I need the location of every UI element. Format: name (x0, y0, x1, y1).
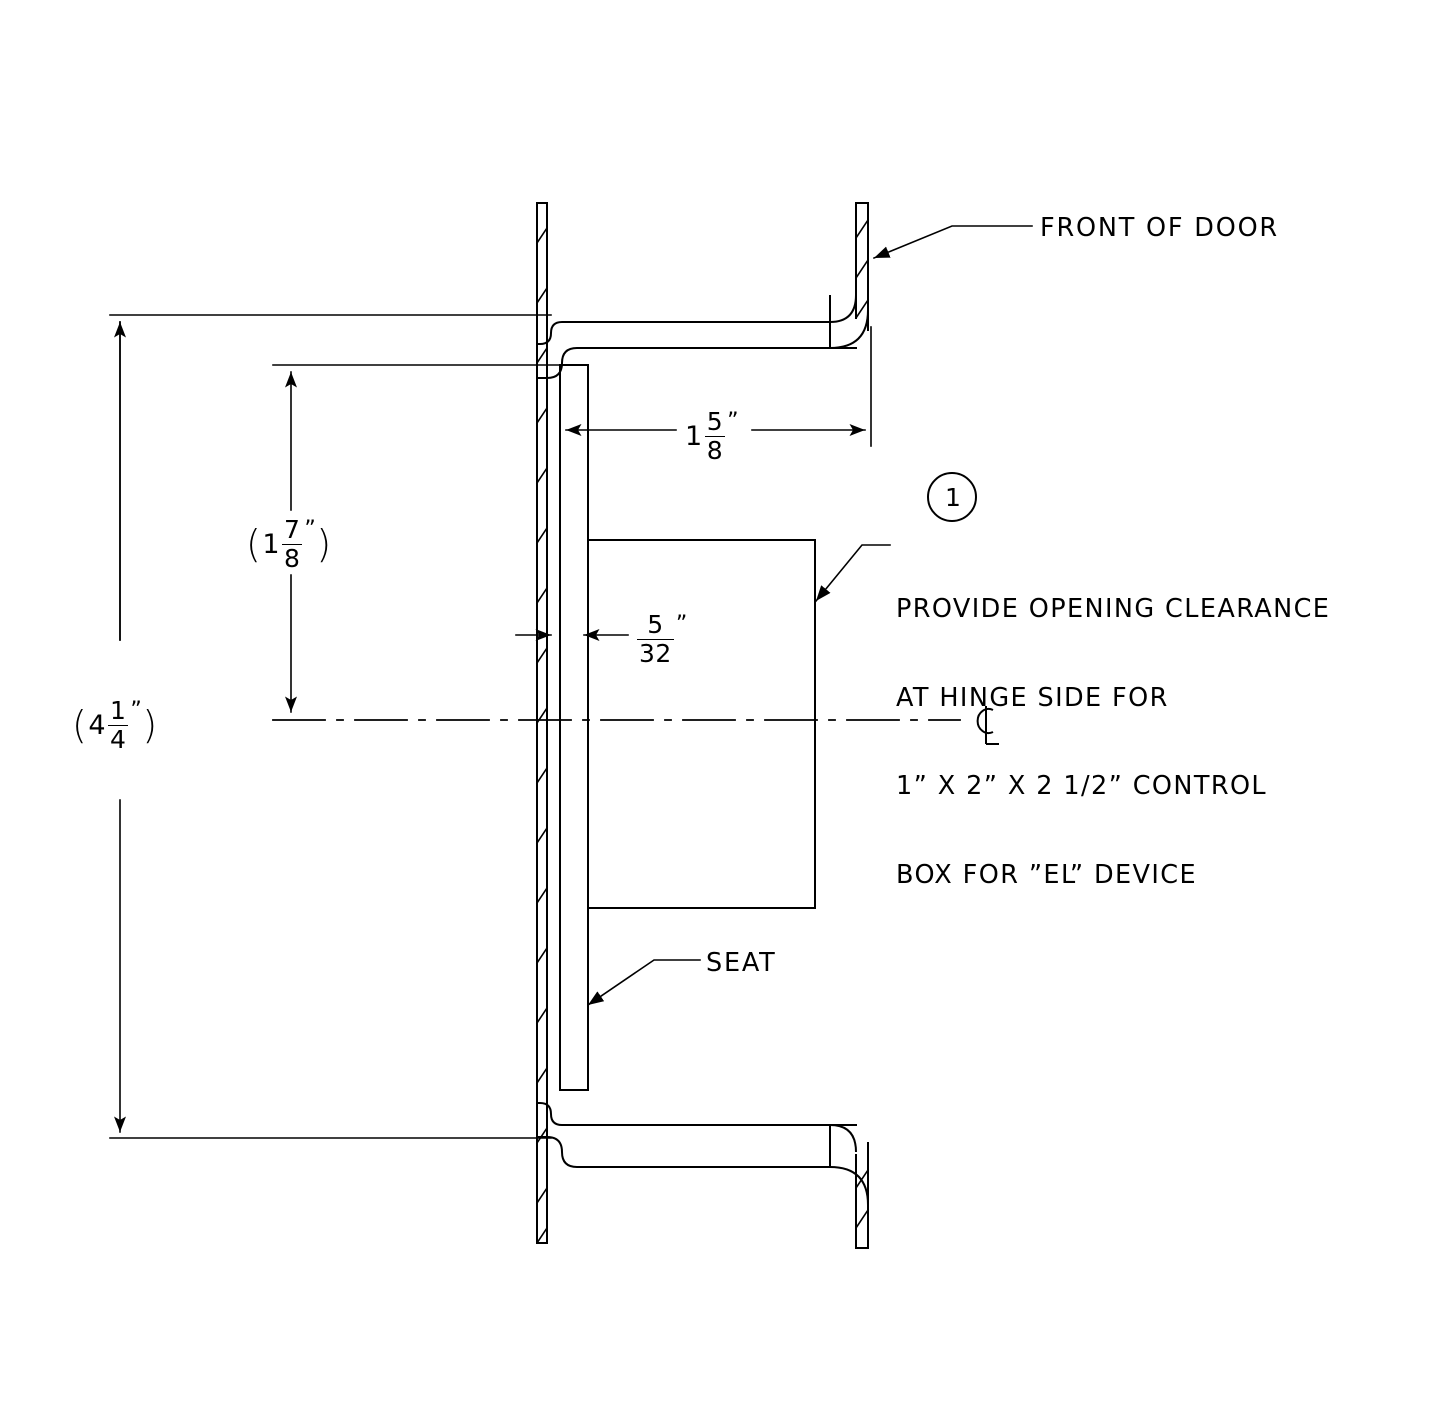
dim-close-paren: ) (142, 703, 158, 748)
dim-unit: ” (304, 517, 317, 542)
dim-whole: 1 (685, 421, 703, 452)
dimension-text-1-5-8: 1 5 8 ” (684, 409, 739, 464)
dim-denominator: 8 (704, 436, 726, 465)
leader-front-of-door (872, 225, 1033, 260)
note-line-3: 1” X 2” X 2 1/2” CONTROL (896, 771, 1268, 801)
seat-label: SEAT (706, 948, 777, 978)
seat-plate (559, 364, 589, 1091)
dim-whole: 4 (88, 710, 107, 741)
balloon-callout-icon (927, 472, 977, 522)
dim-open-paren: ( (246, 522, 262, 567)
dim-numerator: 7 (284, 515, 301, 544)
leader-note-1 (814, 544, 891, 603)
el-control-box (587, 539, 816, 909)
dim-denominator: 4 (108, 725, 129, 754)
dim-numerator: 1 (110, 696, 127, 725)
dimension-text-5-32: 5 32 ” (636, 612, 688, 667)
dim-unit: ” (130, 698, 143, 723)
dim-denominator: 8 (282, 544, 303, 573)
centerline-glyph (976, 706, 999, 745)
front-of-door-label: FRONT OF DOOR (1040, 213, 1279, 243)
dimension-text-1-7-8: ( 1 7 8 ” ) (246, 517, 332, 572)
note-text-block: PROVIDE OPENING CLEARANCE AT HINGE SIDE … (896, 536, 1330, 949)
bottom-frame-profile (536, 1102, 869, 1213)
dimension-text-4-1-4: ( 4 1 4 ” ) (72, 698, 158, 753)
door-edge-bottom-hatching (854, 1168, 870, 1230)
frame-geometry (109, 202, 1033, 1249)
dim-numerator: 5 (706, 407, 724, 436)
dim-unit: ” (675, 612, 688, 637)
leader-seat (586, 959, 701, 1007)
door-front-edge-bottom (855, 1142, 869, 1249)
dim-close-paren: ) (316, 522, 332, 567)
door-jamb-section (536, 202, 548, 1244)
dim-numerator: 5 (647, 610, 664, 639)
dim-whole: 1 (262, 529, 281, 560)
door-edge-top-hatching (854, 218, 870, 320)
note-line-4: BOX FOR ”EL” DEVICE (896, 859, 1197, 890)
jamb-hatching (535, 226, 549, 1245)
extension-lines (109, 314, 872, 1139)
door-front-edge-top (855, 202, 869, 331)
note-line-2: AT HINGE SIDE FOR (896, 682, 1169, 713)
top-frame-profile (536, 294, 869, 379)
note-line-1: PROVIDE OPENING CLEARANCE (896, 594, 1331, 624)
centerline-icon (968, 702, 1004, 759)
dim-denominator: 32 (637, 639, 674, 668)
dim-unit: ” (727, 409, 739, 434)
dim-open-paren: ( (72, 703, 88, 748)
balloon-number: 1 (945, 483, 961, 512)
